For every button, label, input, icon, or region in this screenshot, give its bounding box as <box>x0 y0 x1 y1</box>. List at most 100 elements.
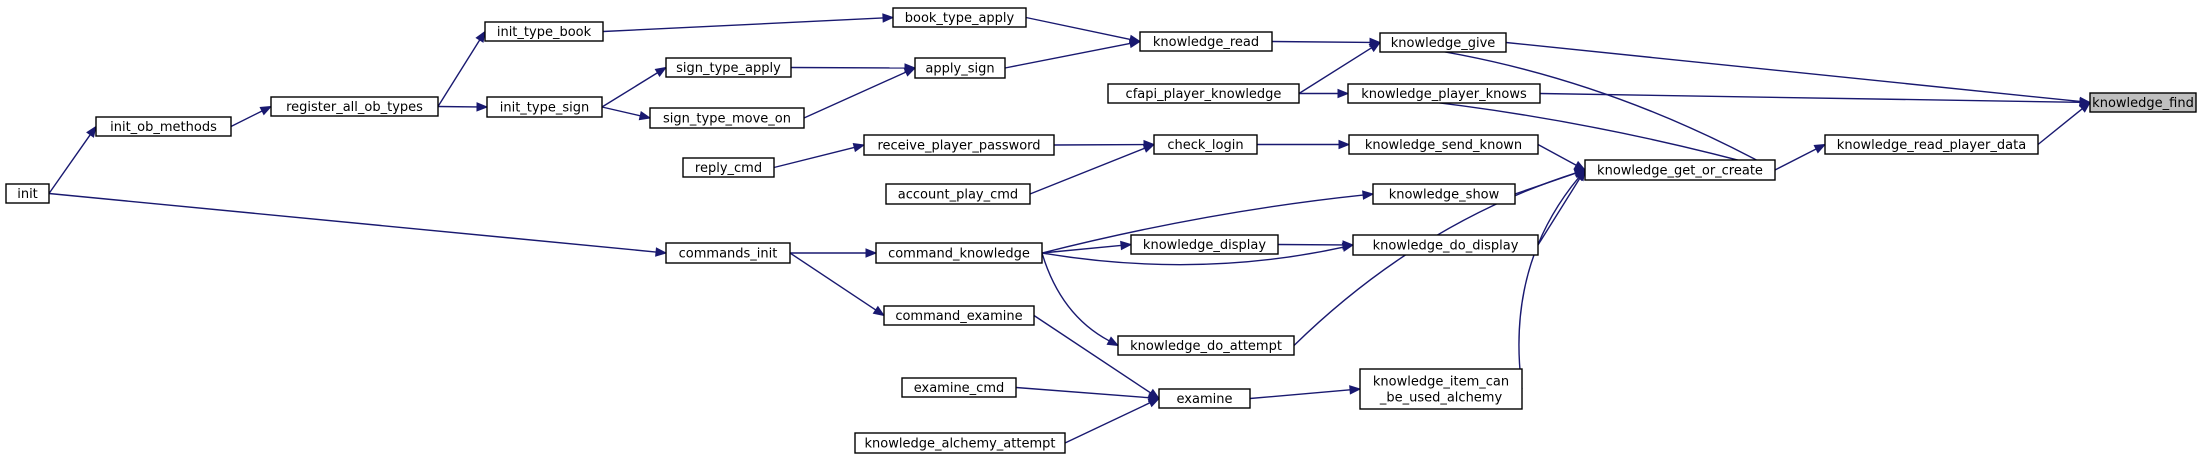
node-init-type-book[interactable]: init_type_book <box>484 21 604 42</box>
node-box <box>914 57 1006 79</box>
edge-knowledge-player-knows-to-knowledge-find <box>1539 92 2081 104</box>
node-sign-type-move-on[interactable]: sign_type_move_on <box>649 107 805 129</box>
node-init-ob-methods[interactable]: init_ob_methods <box>95 116 232 137</box>
node-box <box>854 432 1066 454</box>
node-label: sign_type_move_on <box>663 112 791 127</box>
node-examine-cmd[interactable]: examine_cmd <box>901 377 1017 398</box>
node-examine[interactable]: examine <box>1158 388 1251 409</box>
node-label: reply_cmd <box>695 161 762 176</box>
node-knowledge-read-player-data[interactable]: knowledge_read_player_data <box>1824 134 2039 155</box>
nodes-layer: knowledge_find knowledge_give knowledge_pl… <box>5 7 2197 454</box>
edges-layer <box>48 13 2092 444</box>
node-knowledge-do-display[interactable]: knowledge_do_display <box>1352 234 1539 256</box>
node-knowledge-find[interactable]: knowledge_find <box>2089 92 2197 113</box>
node-box <box>885 183 1031 205</box>
node-box <box>892 7 1027 28</box>
node-box <box>682 157 775 178</box>
node-box <box>1379 32 1507 53</box>
node-box <box>649 107 805 129</box>
node-command-examine[interactable]: command_examine <box>883 305 1035 326</box>
edge-init-type-sign-to-sign-type-apply <box>601 72 658 108</box>
node-box <box>486 96 603 118</box>
node-knowledge-item-can-be-used-alchemy[interactable]: knowledge_item_can_be_used_alchemy <box>1359 368 1523 410</box>
edge-init-to-commands-init <box>48 192 657 253</box>
node-knowledge-send-known[interactable]: knowledge_send_known <box>1348 134 1539 155</box>
edge-arrowhead <box>475 30 486 43</box>
node-label: command_knowledge <box>888 247 1030 262</box>
node-box <box>1372 183 1516 205</box>
node-knowledge-alchemy-attempt[interactable]: knowledge_alchemy_attempt <box>854 432 1066 454</box>
node-box <box>1347 83 1541 104</box>
edge-command-knowledge-to-knowledge-show <box>1041 194 1364 254</box>
node-label: init_type_book <box>497 25 592 40</box>
node-label: command_examine <box>895 309 1022 324</box>
node-label: knowledge_get_or_create <box>1597 164 1763 179</box>
node-cfapi-player-knowledge[interactable]: cfapi_player_knowledge <box>1107 83 1300 104</box>
node-label: knowledge_display <box>1143 238 1266 253</box>
node-apply-sign[interactable]: apply_sign <box>914 57 1006 79</box>
edge-arrowhead <box>638 111 652 121</box>
node-box <box>863 134 1055 156</box>
edge-init-type-sign-to-sign-type-move-on <box>601 106 641 117</box>
node-knowledge-player-knows[interactable]: knowledge_player_knows <box>1347 83 1541 104</box>
edge-arrowhead <box>655 247 668 257</box>
node-label: knowledge_read <box>1153 35 1259 50</box>
node-knowledge-get-or-create[interactable]: knowledge_get_or_create <box>1584 159 1776 181</box>
edge-arrowhead <box>2078 101 2092 113</box>
node-label: knowledge_send_known <box>1365 138 1522 153</box>
edge-apply-sign-to-knowledge-read <box>1004 42 1131 69</box>
node-knowledge-read[interactable]: knowledge_read <box>1139 31 1273 52</box>
edge-arrowhead <box>1338 139 1351 150</box>
node-knowledge-give[interactable]: knowledge_give <box>1379 32 1507 53</box>
node-box <box>484 21 604 42</box>
node-receive-player-password[interactable]: receive_player_password <box>863 134 1055 156</box>
node-reply-cmd[interactable]: reply_cmd <box>682 157 775 178</box>
edge-sign-type-move-on-to-apply-sign <box>803 71 907 119</box>
node-book-type-apply[interactable]: book_type_apply <box>892 7 1027 28</box>
edge-knowledge-alchemy-attempt-to-examine <box>1064 402 1151 444</box>
node-knowledge-display[interactable]: knowledge_display <box>1130 234 1279 255</box>
edge-arrowhead <box>1147 397 1161 408</box>
edge-init-to-init-ob-methods <box>48 134 91 194</box>
edge-knowledge-get-or-create-to-knowledge-read-player-data <box>1774 148 1817 171</box>
node-label: knowledge_alchemy_attempt <box>865 437 1056 452</box>
edge-arrowhead <box>1573 160 1587 171</box>
node-label: receive_player_password <box>877 139 1040 154</box>
edge-arrowhead <box>882 13 895 23</box>
node-label: apply_sign <box>925 62 994 77</box>
node-register-all-ob-types[interactable]: register_all_ob_types <box>270 96 439 117</box>
edge-arrowhead <box>654 66 668 78</box>
node-sign-type-apply[interactable]: sign_type_apply <box>665 57 792 78</box>
node-label: cfapi_player_knowledge <box>1126 87 1282 102</box>
node-label: knowledge_player_knows <box>1361 87 1527 102</box>
node-command-knowledge[interactable]: command_knowledge <box>875 242 1043 264</box>
edge-arrowhead <box>1128 38 1142 49</box>
node-label: knowledge_do_display <box>1373 239 1519 254</box>
edge-examine-cmd-to-examine <box>1015 386 1150 399</box>
node-box <box>5 183 50 204</box>
node-box <box>2089 92 2197 113</box>
node-knowledge-show[interactable]: knowledge_show <box>1372 183 1516 205</box>
node-label: init_type_sign <box>500 101 589 116</box>
node-knowledge-do-attempt[interactable]: knowledge_do_attempt <box>1117 335 1295 356</box>
node-box <box>665 57 792 78</box>
edge-knowledge-send-known-to-knowledge-get-or-create <box>1537 143 1577 166</box>
edge-arrowhead <box>1574 168 1586 182</box>
node-box <box>875 242 1043 264</box>
node-box <box>883 305 1035 326</box>
edge-arrowhead <box>1142 143 1156 153</box>
node-label: commands_init <box>679 247 778 262</box>
edge-command-examine-to-examine <box>1033 314 1152 394</box>
edge-commands-init-to-command-examine <box>789 252 877 311</box>
node-box <box>1153 134 1258 155</box>
node-init[interactable]: init <box>5 183 50 204</box>
node-account-play-cmd[interactable]: account_play_cmd <box>885 183 1031 205</box>
node-label: check_login <box>1167 138 1243 153</box>
node-commands-init[interactable]: commands_init <box>665 242 791 264</box>
node-init-type-sign[interactable]: init_type_sign <box>486 96 603 118</box>
edge-register-all-ob-types-to-init-type-book <box>437 39 481 107</box>
edge-knowledge-read-player-data-to-knowledge-find <box>2037 108 2083 146</box>
node-box <box>901 377 1017 398</box>
node-check-login[interactable]: check_login <box>1153 134 1258 155</box>
